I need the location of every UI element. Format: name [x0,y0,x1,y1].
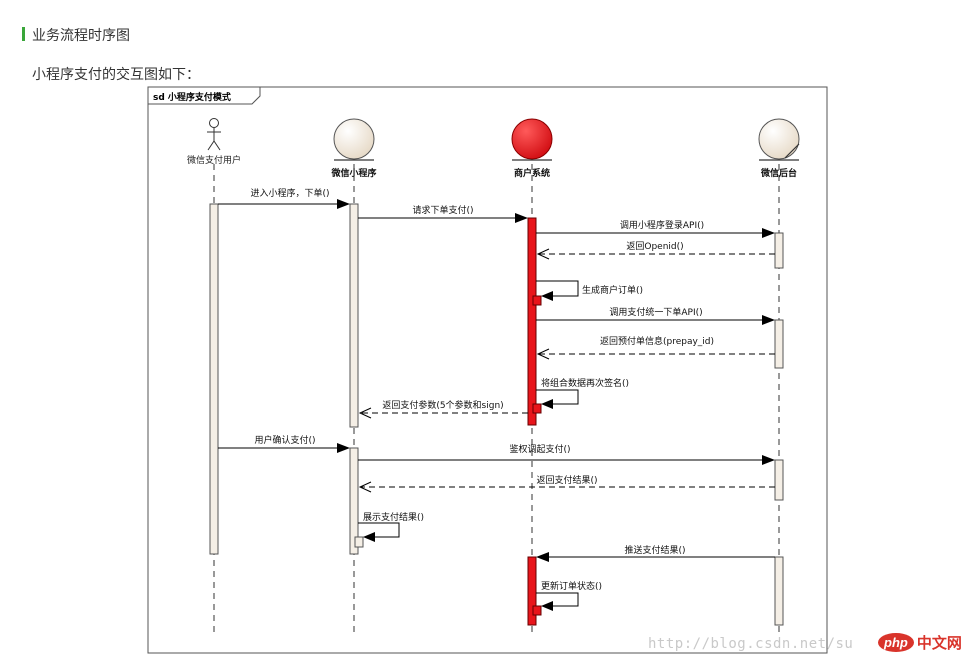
activation-mini-self [354,536,364,548]
arrowhead-open [358,407,372,419]
arrowhead-filled [541,291,553,301]
self-message-arrow [536,592,579,607]
message-label: 返回Openid() [626,240,683,252]
message-label: 返回支付结果() [536,474,597,486]
activation-wxbackend-4 [774,556,784,626]
message-label: 展示支付结果() [363,511,424,523]
logo-cn: 中文网 [916,634,962,652]
activation-merchant-self-1 [532,295,542,306]
activation-wxbackend-3 [774,459,784,501]
activation-mini-1 [349,203,359,428]
entity-mini-icon [333,118,375,161]
lifeline-merchant-label: 商户系统 [514,167,550,179]
message-label: 更新订单状态() [541,580,602,592]
actor-user-icon [207,118,221,151]
frame-label-tab [147,86,261,105]
lifeline-user-label: 微信支付用户 [187,154,241,166]
message-label: 用户确认支付() [254,434,315,446]
arrowhead-filled [515,213,528,223]
activation-merchant-1 [527,217,537,426]
message-label: 返回预付单信息(prepay_id) [600,335,714,347]
arrowhead-open [536,248,550,260]
entity-wxbackend-icon [758,118,800,161]
arrowhead-filled [337,443,350,453]
frame-label: sd 小程序支付模式 [153,91,231,103]
section-accent-bar [22,27,25,41]
activation-merchant-2 [527,556,537,626]
arrowhead-filled [536,552,549,562]
message-label: 调用小程序登录API() [620,219,704,231]
diagram-frame [147,86,828,654]
message-label: 生成商户订单() [582,284,643,296]
activation-mini-2 [349,447,359,555]
arrowhead-open [536,348,550,360]
arrowhead-filled [541,601,553,611]
activation-user [209,203,219,555]
intro-text: 小程序支付的交互图如下： [32,67,200,83]
activation-merchant-self-2 [532,403,542,414]
activation-wxbackend-2 [774,319,784,369]
arrowhead-filled [762,455,775,465]
arrowhead-filled [541,399,553,409]
message-label: 进入小程序，下单() [250,187,329,199]
self-message-arrow [536,280,579,297]
message-label: 鉴权调起支付() [509,443,570,455]
activation-wxbackend-1 [774,232,784,269]
arrowhead-filled [337,199,350,209]
watermark-url: http://blog.csdn.net/su [648,636,854,652]
message-label: 调用支付统一下单API() [609,306,702,318]
section-title: 业务流程时序图 [32,28,130,44]
message-label: 返回支付参数(5个参数和sign) [382,399,503,411]
lifeline-mini-label: 微信小程序 [330,167,376,179]
arrowhead-filled [762,315,775,325]
self-message-arrow [536,389,579,405]
activation-merchant-self-3 [532,605,542,616]
arrowhead-open [358,481,372,493]
message-label: 请求下单支付() [412,204,473,216]
message-label: 将组合数据再次签名() [541,377,629,389]
message-label: 推送支付结果() [624,544,685,556]
arrowhead-filled [363,532,375,542]
self-message-arrow [358,522,400,538]
php-cn-logo: php 中文网 [878,632,962,653]
lifeline-wxbackend-label: 微信后台 [760,167,797,179]
logo-php: php [878,633,914,652]
arrowhead-filled [762,228,775,238]
entity-merchant-icon [511,118,553,161]
